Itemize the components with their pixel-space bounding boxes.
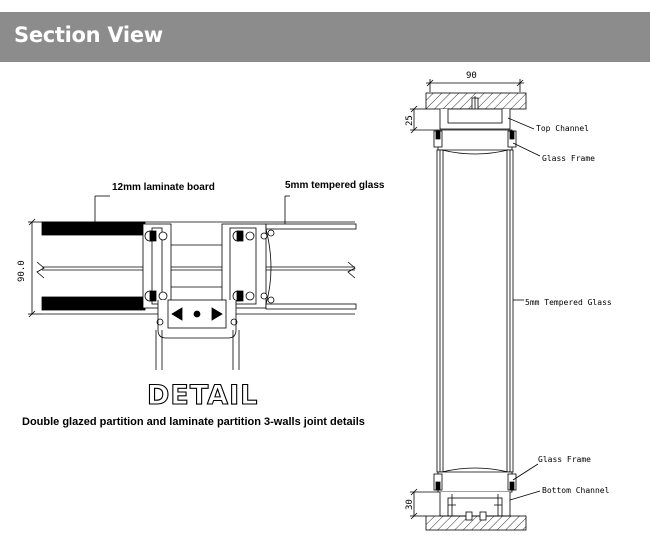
laminate-board-bottom [41, 296, 146, 311]
top-height-dim: 25 [405, 115, 415, 126]
vertical-section-drawing [410, 79, 541, 531]
tempered-glass-section-label: 5mm Tempered Glass [525, 298, 612, 307]
laminate-board-label: 12mm laminate board [112, 182, 215, 193]
glass-frame-bottom-label: Glass Frame [538, 455, 591, 464]
detail-caption: Double glazed partition and laminate par… [22, 416, 365, 428]
section-width-dim: 90 [466, 71, 477, 81]
laminate-board-top [41, 221, 146, 236]
section-header: Section View [0, 12, 650, 62]
joint-detail-drawing [28, 195, 357, 370]
detail-stamp: DETAIL [147, 380, 258, 411]
bottom-channel-label: Bottom Channel [542, 486, 610, 495]
top-channel-label: Top Channel [536, 124, 589, 133]
glass-frame-top-label: Glass Frame [542, 154, 595, 163]
tempered-glass-label: 5mm tempered glass [285, 180, 385, 191]
detail-dimension-90: 90.0 [17, 260, 27, 282]
page-title: Section View [14, 23, 163, 47]
bottom-height-dim: 30 [405, 499, 415, 510]
